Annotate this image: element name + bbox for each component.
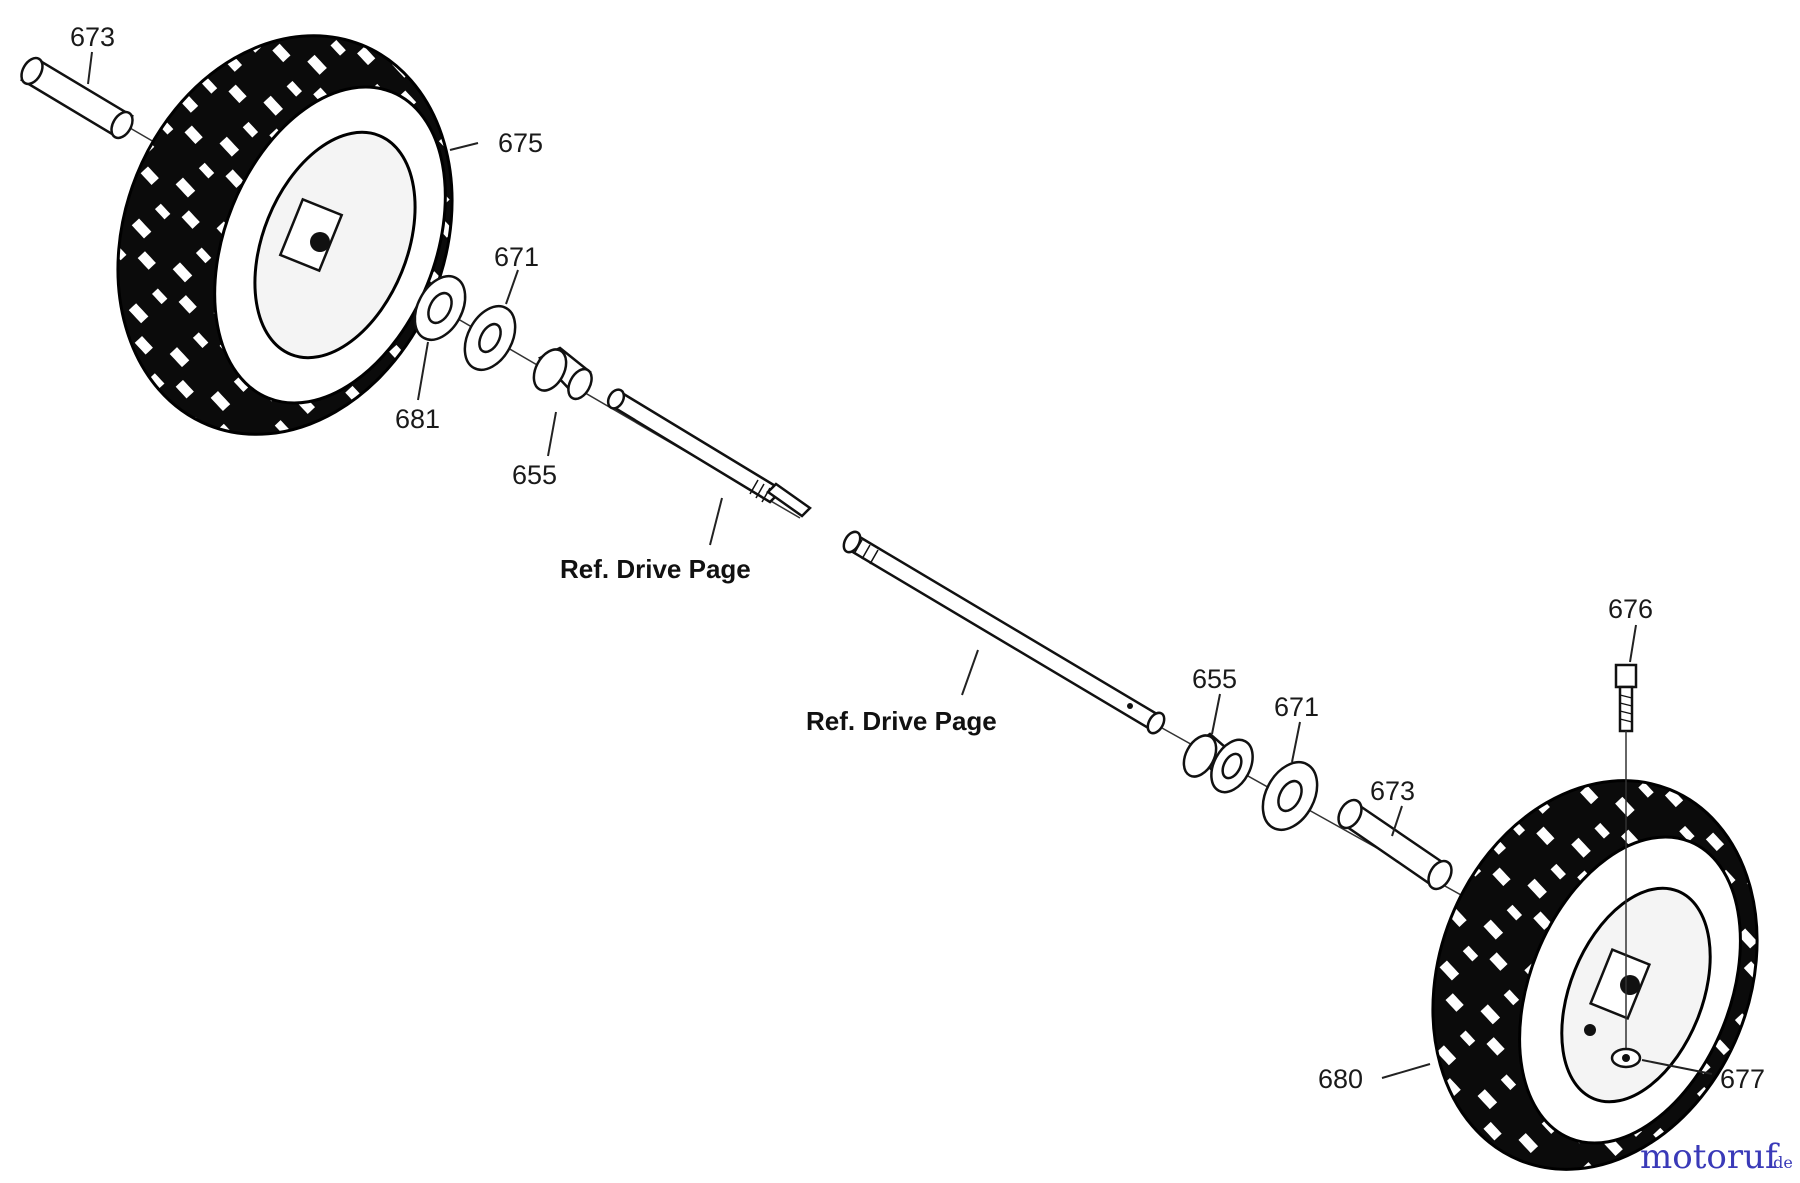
watermark: motoruf .de [1640, 1137, 1793, 1177]
label-673-right: 673 [1370, 776, 1415, 806]
right-sleeve-part [1337, 798, 1453, 891]
leader-left-wheel [449, 142, 479, 151]
left-bushing-part [532, 346, 593, 401]
right-nut-part [1610, 1047, 1642, 1069]
label-655-left: 655 [512, 460, 557, 490]
right-tire-part [1431, 779, 1759, 1171]
label-655-right: 655 [1192, 664, 1237, 694]
label-680: 680 [1318, 1064, 1363, 1094]
label-681: 681 [395, 404, 440, 434]
leader-right-washer [1291, 721, 1301, 763]
right-wheel-assembly: 655 671 673 676 680 677 [1161, 594, 1765, 1171]
right-bolt-part [1614, 663, 1638, 1055]
label-675: 675 [498, 128, 543, 158]
label-ref-drive-top: Ref. Drive Page [560, 554, 751, 584]
left-bearing-part [413, 275, 467, 341]
label-ref-drive-bottom: Ref. Drive Page [806, 706, 997, 736]
left-wheel-assembly: 673 675 671 681 655 Ref. Drive Page [19, 22, 812, 584]
leader-right-nut [1641, 1059, 1713, 1075]
label-671-right: 671 [1274, 692, 1319, 722]
label-677: 677 [1720, 1064, 1765, 1094]
left-sleeve-part [19, 56, 135, 140]
watermark-brand: motoruf [1640, 1137, 1780, 1177]
leader-left-bearing [417, 341, 429, 401]
label-671-left: 671 [494, 242, 539, 272]
leader-right-wheel [1381, 1063, 1431, 1079]
leader-left-sleeve [87, 51, 93, 85]
leader-right-sleeve [1391, 805, 1403, 837]
leader-right-bushing [1211, 693, 1221, 735]
upper-drive-shaft [606, 388, 812, 518]
left-washer-part [463, 305, 517, 371]
watermark-suffix: .de [1768, 1153, 1793, 1172]
lower-drive-shaft: Ref. Drive Page [806, 530, 1166, 736]
leader-right-bolt [1629, 624, 1637, 663]
label-673-left: 673 [70, 22, 115, 52]
leader-left-bushing [547, 411, 557, 457]
label-676: 676 [1608, 594, 1653, 624]
leader-left-washer [505, 269, 519, 305]
left-tire-part [116, 34, 454, 436]
leader-ref-top [709, 497, 723, 546]
right-bushing-part [1182, 732, 1254, 794]
right-washer-part [1261, 761, 1319, 831]
leader-ref-bottom [961, 649, 979, 696]
